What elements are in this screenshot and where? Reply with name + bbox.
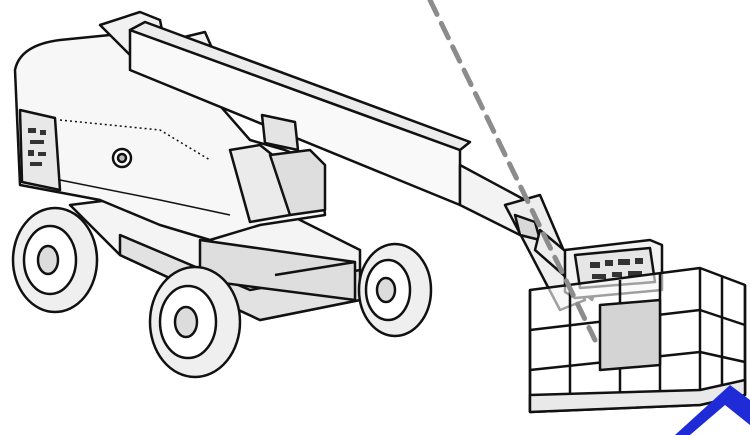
blue-chevron-callout-icon — [675, 385, 750, 435]
front-right-wheel — [357, 242, 433, 338]
dashed-sight-line — [427, 0, 598, 343]
front-left-wheel — [148, 265, 242, 379]
platform-basket — [528, 266, 747, 414]
rear-left-wheel — [11, 206, 99, 314]
main-boom — [128, 20, 472, 207]
control-buttons-icon — [590, 258, 643, 279]
turntable-housing — [13, 33, 327, 242]
control-panel-icon — [28, 128, 46, 166]
